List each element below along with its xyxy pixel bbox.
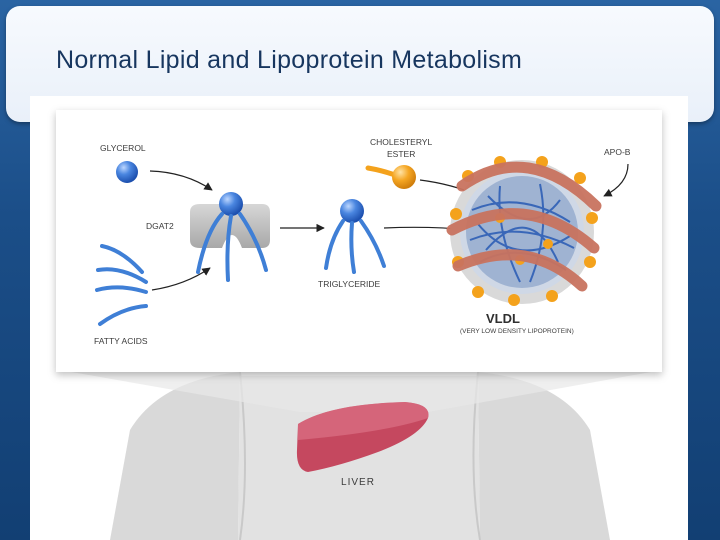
triglyceride-molecule [340,199,364,223]
slide-title: Normal Lipid and Lipoprotein Metabolism [56,46,523,74]
fatty-acids-label: FATTY ACIDS [94,336,148,346]
vldl-particle [446,156,602,306]
connector-fan [60,370,662,412]
apo-b-label: APO-B [604,147,631,157]
apo-b-arrow [603,163,629,197]
dgat2-bound-molecule [219,192,243,216]
vldl-label: VLDL [486,311,520,326]
glycerol-label: GLYCEROL [100,143,146,153]
vldl-full-name: (VERY LOW DENSITY LIPOPROTEIN) [460,328,574,335]
fatty-acids-arrow [151,267,211,291]
cholesteryl-ester-molecule [392,165,416,189]
cholesteryl-ester-label-line2: ESTER [387,149,415,159]
glycerol-molecule [116,161,138,183]
apo-b-bands [446,161,602,292]
glycerol-arrow [149,170,213,191]
triglyceride-chains [324,219,386,274]
dgat2-label: DGAT2 [146,221,174,231]
triglyceride-label: TRIGLYCERIDE [318,279,381,289]
dgat2-chains [196,212,268,282]
fatty-acid-chains [95,244,148,326]
liver-label: LIVER [341,477,375,488]
cholesteryl-ester-label-line1: CHOLESTERYL [370,137,432,147]
